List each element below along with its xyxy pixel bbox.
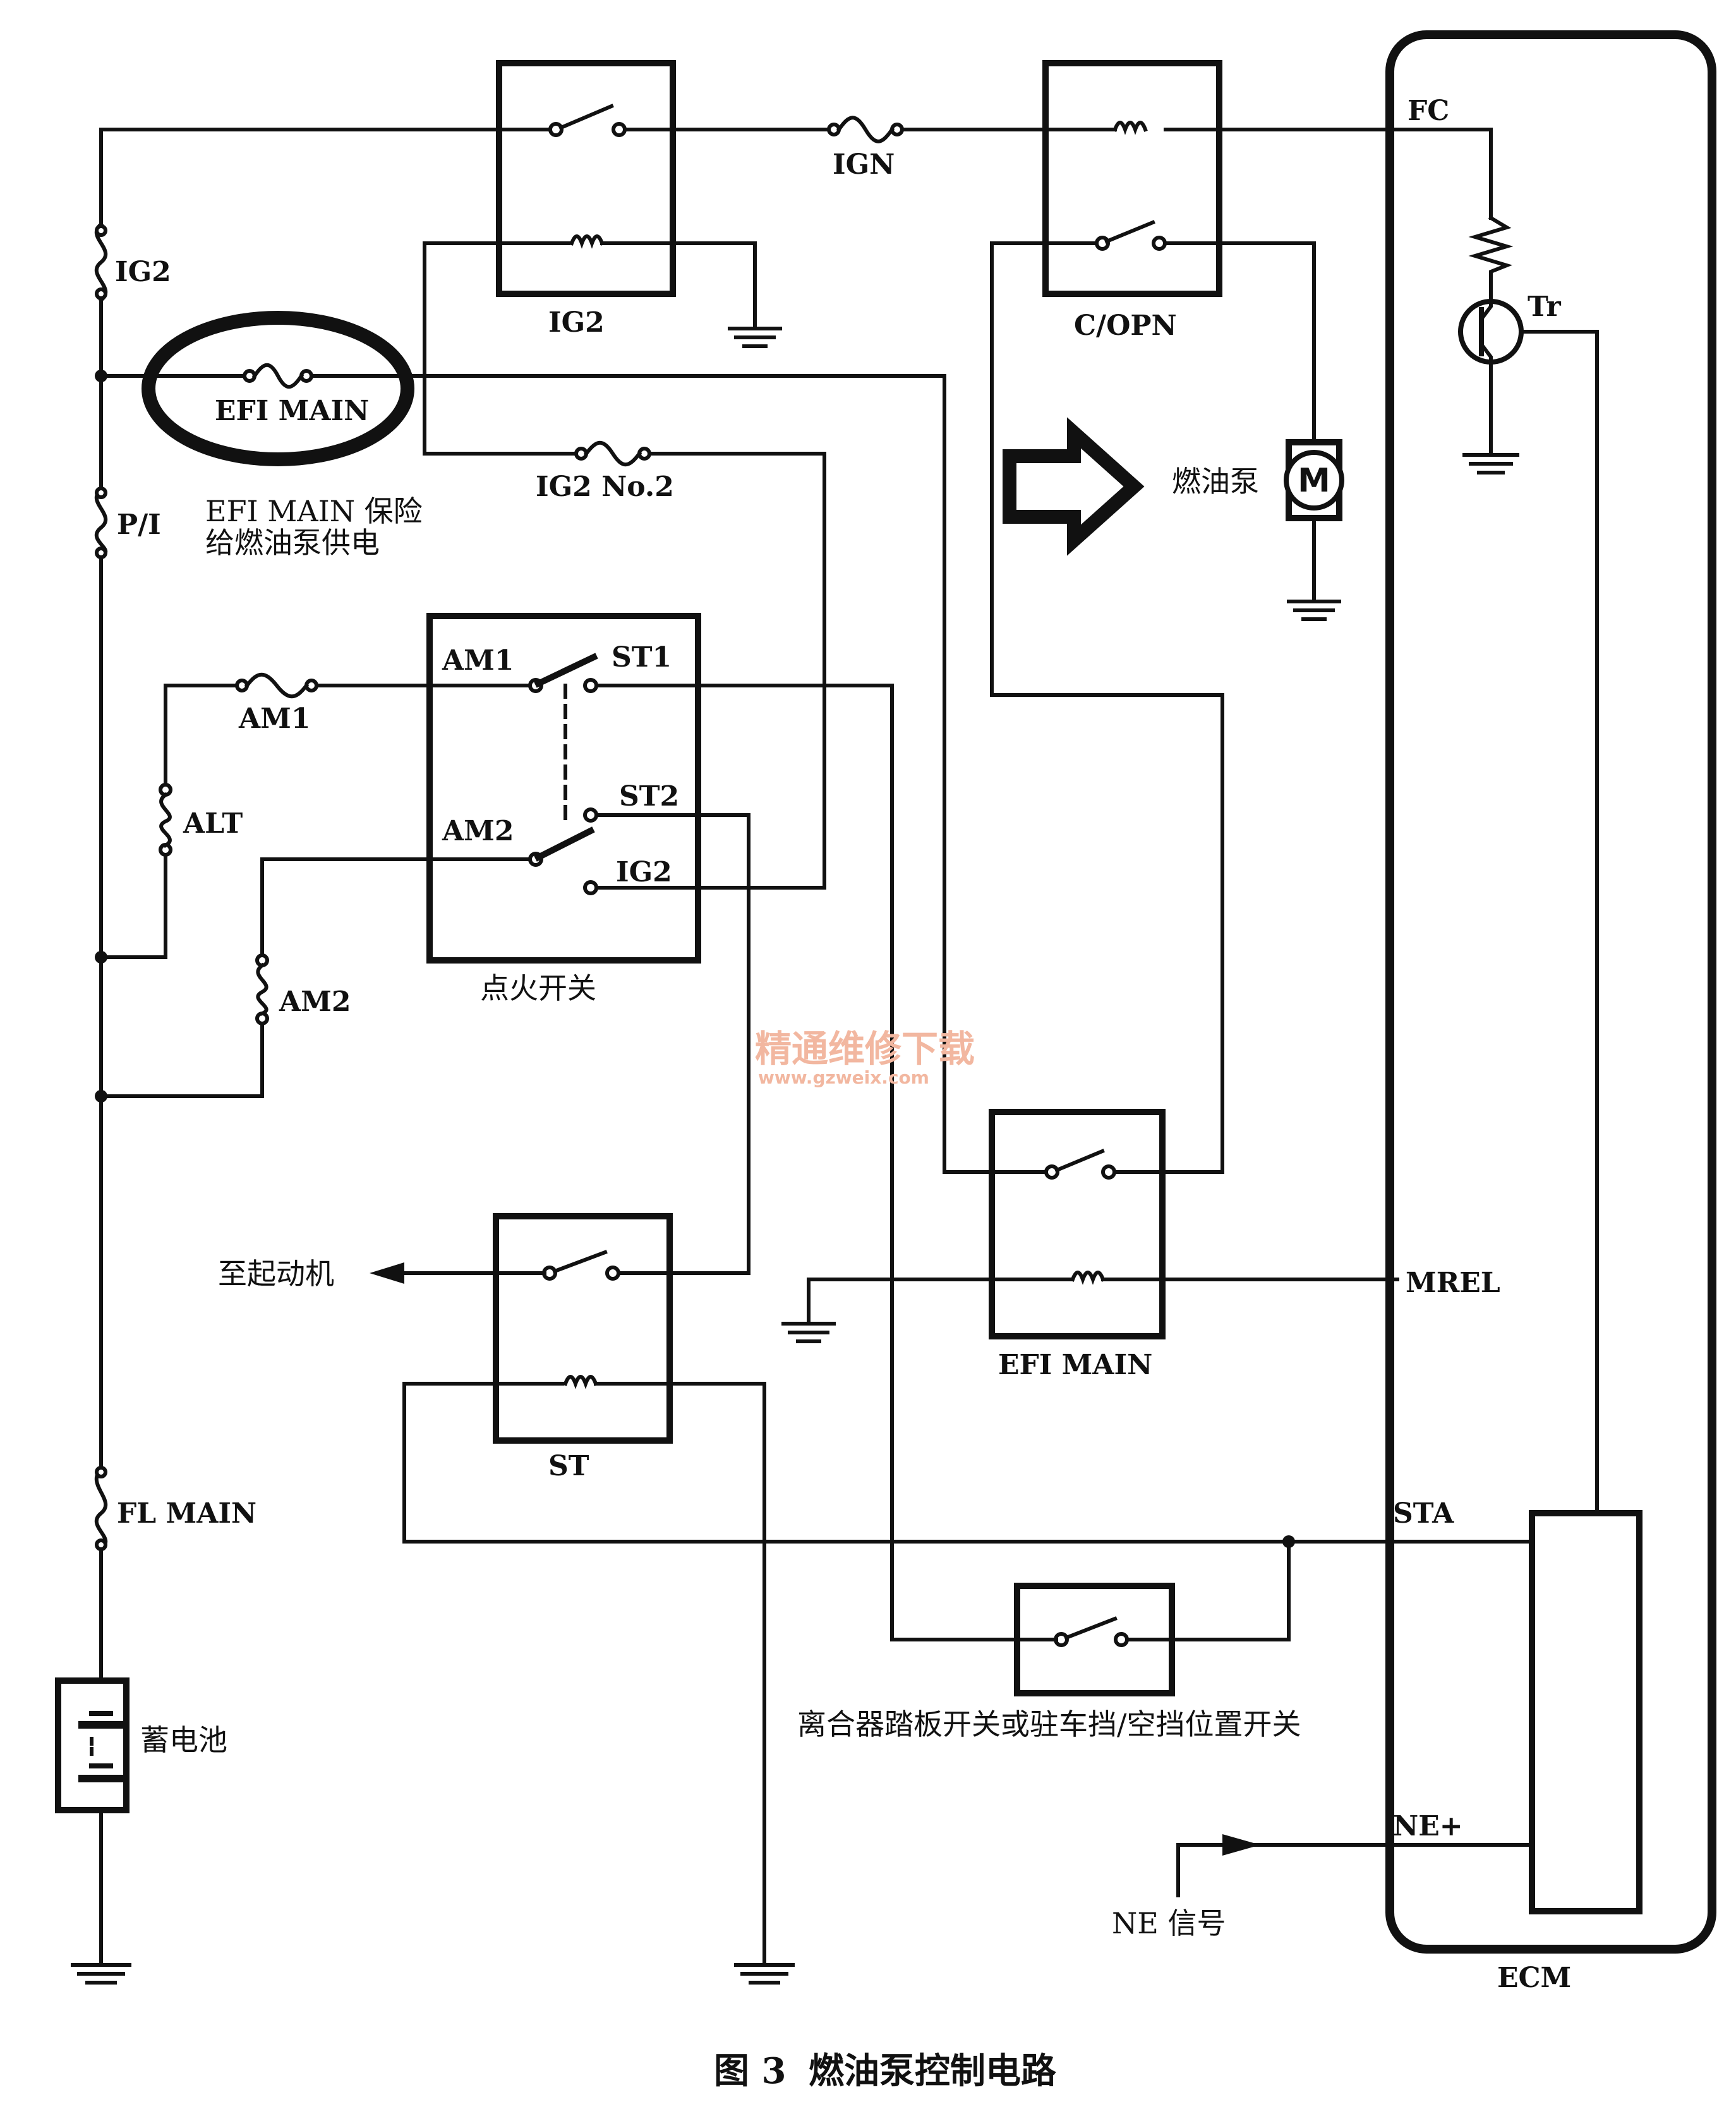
- tr-label: Tr: [1528, 291, 1562, 323]
- ne-signal-label: NE 信号: [1112, 1906, 1226, 1940]
- battery-label: 蓄电池: [140, 1723, 227, 1757]
- fuse-am1-label: AM1: [238, 703, 310, 735]
- arrow-right-icon: [1222, 1834, 1260, 1856]
- fuse-alt: ALT: [99, 783, 243, 959]
- relay-ig2: IG2: [423, 60, 757, 339]
- fuse-efi-main: EFI MAIN: [99, 311, 946, 1174]
- switch-am1-label: AM1: [442, 644, 514, 677]
- main-power-bus: [95, 128, 107, 1967]
- ecm: FC Tr NE+ ECM: [1385, 30, 1716, 1994]
- ignition-switch-label: 点火开关: [480, 971, 596, 1005]
- sta-label: STA: [1393, 1497, 1454, 1530]
- fuse-ign-label: IGN: [833, 148, 895, 181]
- relay-st-label: ST: [548, 1450, 589, 1482]
- fuse-efi-main-label: EFI MAIN: [215, 395, 369, 427]
- figure-title: 燃油泵控制电路: [809, 2050, 1057, 2092]
- fuse-pi-label: P/I: [117, 509, 161, 541]
- ecm-label: ECM: [1497, 1962, 1571, 1994]
- watermark-line2: www.gzweix.com: [758, 1067, 929, 1088]
- arrow-left-icon: [370, 1262, 404, 1284]
- top-supply-line: [99, 128, 1493, 220]
- relay-ig2-label: IG2: [548, 306, 605, 339]
- fuse-am2: AM2: [99, 857, 533, 1098]
- switch-ig2-label: IG2: [616, 856, 672, 888]
- switch-st2-label: ST2: [619, 780, 679, 813]
- fuse-ig2: IG2: [94, 221, 171, 303]
- st1-wire: [594, 684, 1019, 1641]
- ne-signal-input: NE 信号: [1112, 1834, 1534, 1940]
- ecm-processor-block: [1529, 1510, 1643, 1914]
- fuse-ign: IGN: [827, 116, 904, 181]
- fuse-alt-label: ALT: [183, 807, 243, 840]
- fuse-am2-label: AM2: [279, 986, 351, 1018]
- efi-note-line2: 给燃油泵供电: [205, 526, 380, 560]
- fc-label: FC: [1407, 95, 1449, 127]
- figure-caption: 图 3 燃油泵控制电路: [714, 2050, 1057, 2092]
- ground-symbol: [728, 327, 782, 348]
- fuse-am1: AM1: [164, 672, 533, 792]
- highlight-ellipse: [142, 311, 414, 466]
- relay-st: 至起动机 ST: [218, 1213, 766, 1967]
- efi-main-note: EFI MAIN 保险 给燃油泵供电: [205, 494, 423, 560]
- fl-main-label: FL MAIN: [117, 1497, 256, 1530]
- fuse-ig2-no2-label: IG2 No.2: [536, 471, 674, 503]
- ground-symbol: [781, 1322, 836, 1343]
- ecm-outline: [1385, 30, 1716, 1954]
- fuse-ig2-label: IG2: [115, 256, 171, 288]
- motor-icon: [1284, 450, 1344, 511]
- to-starter-label: 至起动机: [218, 1257, 334, 1291]
- ground-symbol: [1287, 600, 1341, 621]
- efi-note-line1: EFI MAIN 保险: [205, 494, 423, 528]
- battery: 蓄电池: [55, 1677, 227, 1813]
- ground-symbol: [71, 1963, 131, 1985]
- relay-efi-main-label: EFI MAIN: [998, 1349, 1152, 1381]
- relay-efi-main: EFI MAIN MREL: [807, 241, 1500, 1381]
- motor-letter: M: [1298, 462, 1330, 500]
- fuel-pump-label: 燃油泵: [1172, 464, 1259, 499]
- ground-symbol: [734, 1963, 795, 1985]
- ignition-switch: AM1 ST1 AM2 ST2 IG2 点火开关: [426, 613, 701, 1005]
- switch-am2-label: AM2: [442, 815, 514, 847]
- figure-number: 图 3: [714, 2050, 786, 2092]
- fuse-ig2-no2: IG2 No.2: [423, 241, 826, 890]
- mrel-label: MREL: [1406, 1267, 1500, 1299]
- switch-st1-label: ST1: [612, 641, 672, 674]
- relay-copn: C/OPN: [990, 60, 1316, 444]
- watermark-line1: 精通维修下载: [755, 1027, 975, 1070]
- fuel-pump-arrow-icon: 燃油泵: [1003, 417, 1259, 556]
- ne-plus-label: NE+: [1393, 1810, 1463, 1842]
- transistor-icon: [1458, 299, 1524, 365]
- clutch-or-pn-switch: 离合器踏板开关或驻车挡/空挡位置开关: [797, 1583, 1301, 1741]
- clutch-switch-label: 离合器踏板开关或驻车挡/空挡位置开关: [797, 1707, 1301, 1741]
- st2-wire: [594, 813, 750, 1275]
- watermark: 精通维修下载 www.gzweix.com: [755, 1027, 975, 1088]
- fuse-pi: P/I: [94, 486, 161, 559]
- fuse-fl-main: FL MAIN: [94, 1466, 256, 1551]
- fuel-pump-motor: M: [1284, 439, 1344, 602]
- relay-copn-label: C/OPN: [1074, 310, 1177, 342]
- sta-wire: STA: [402, 1497, 1534, 1641]
